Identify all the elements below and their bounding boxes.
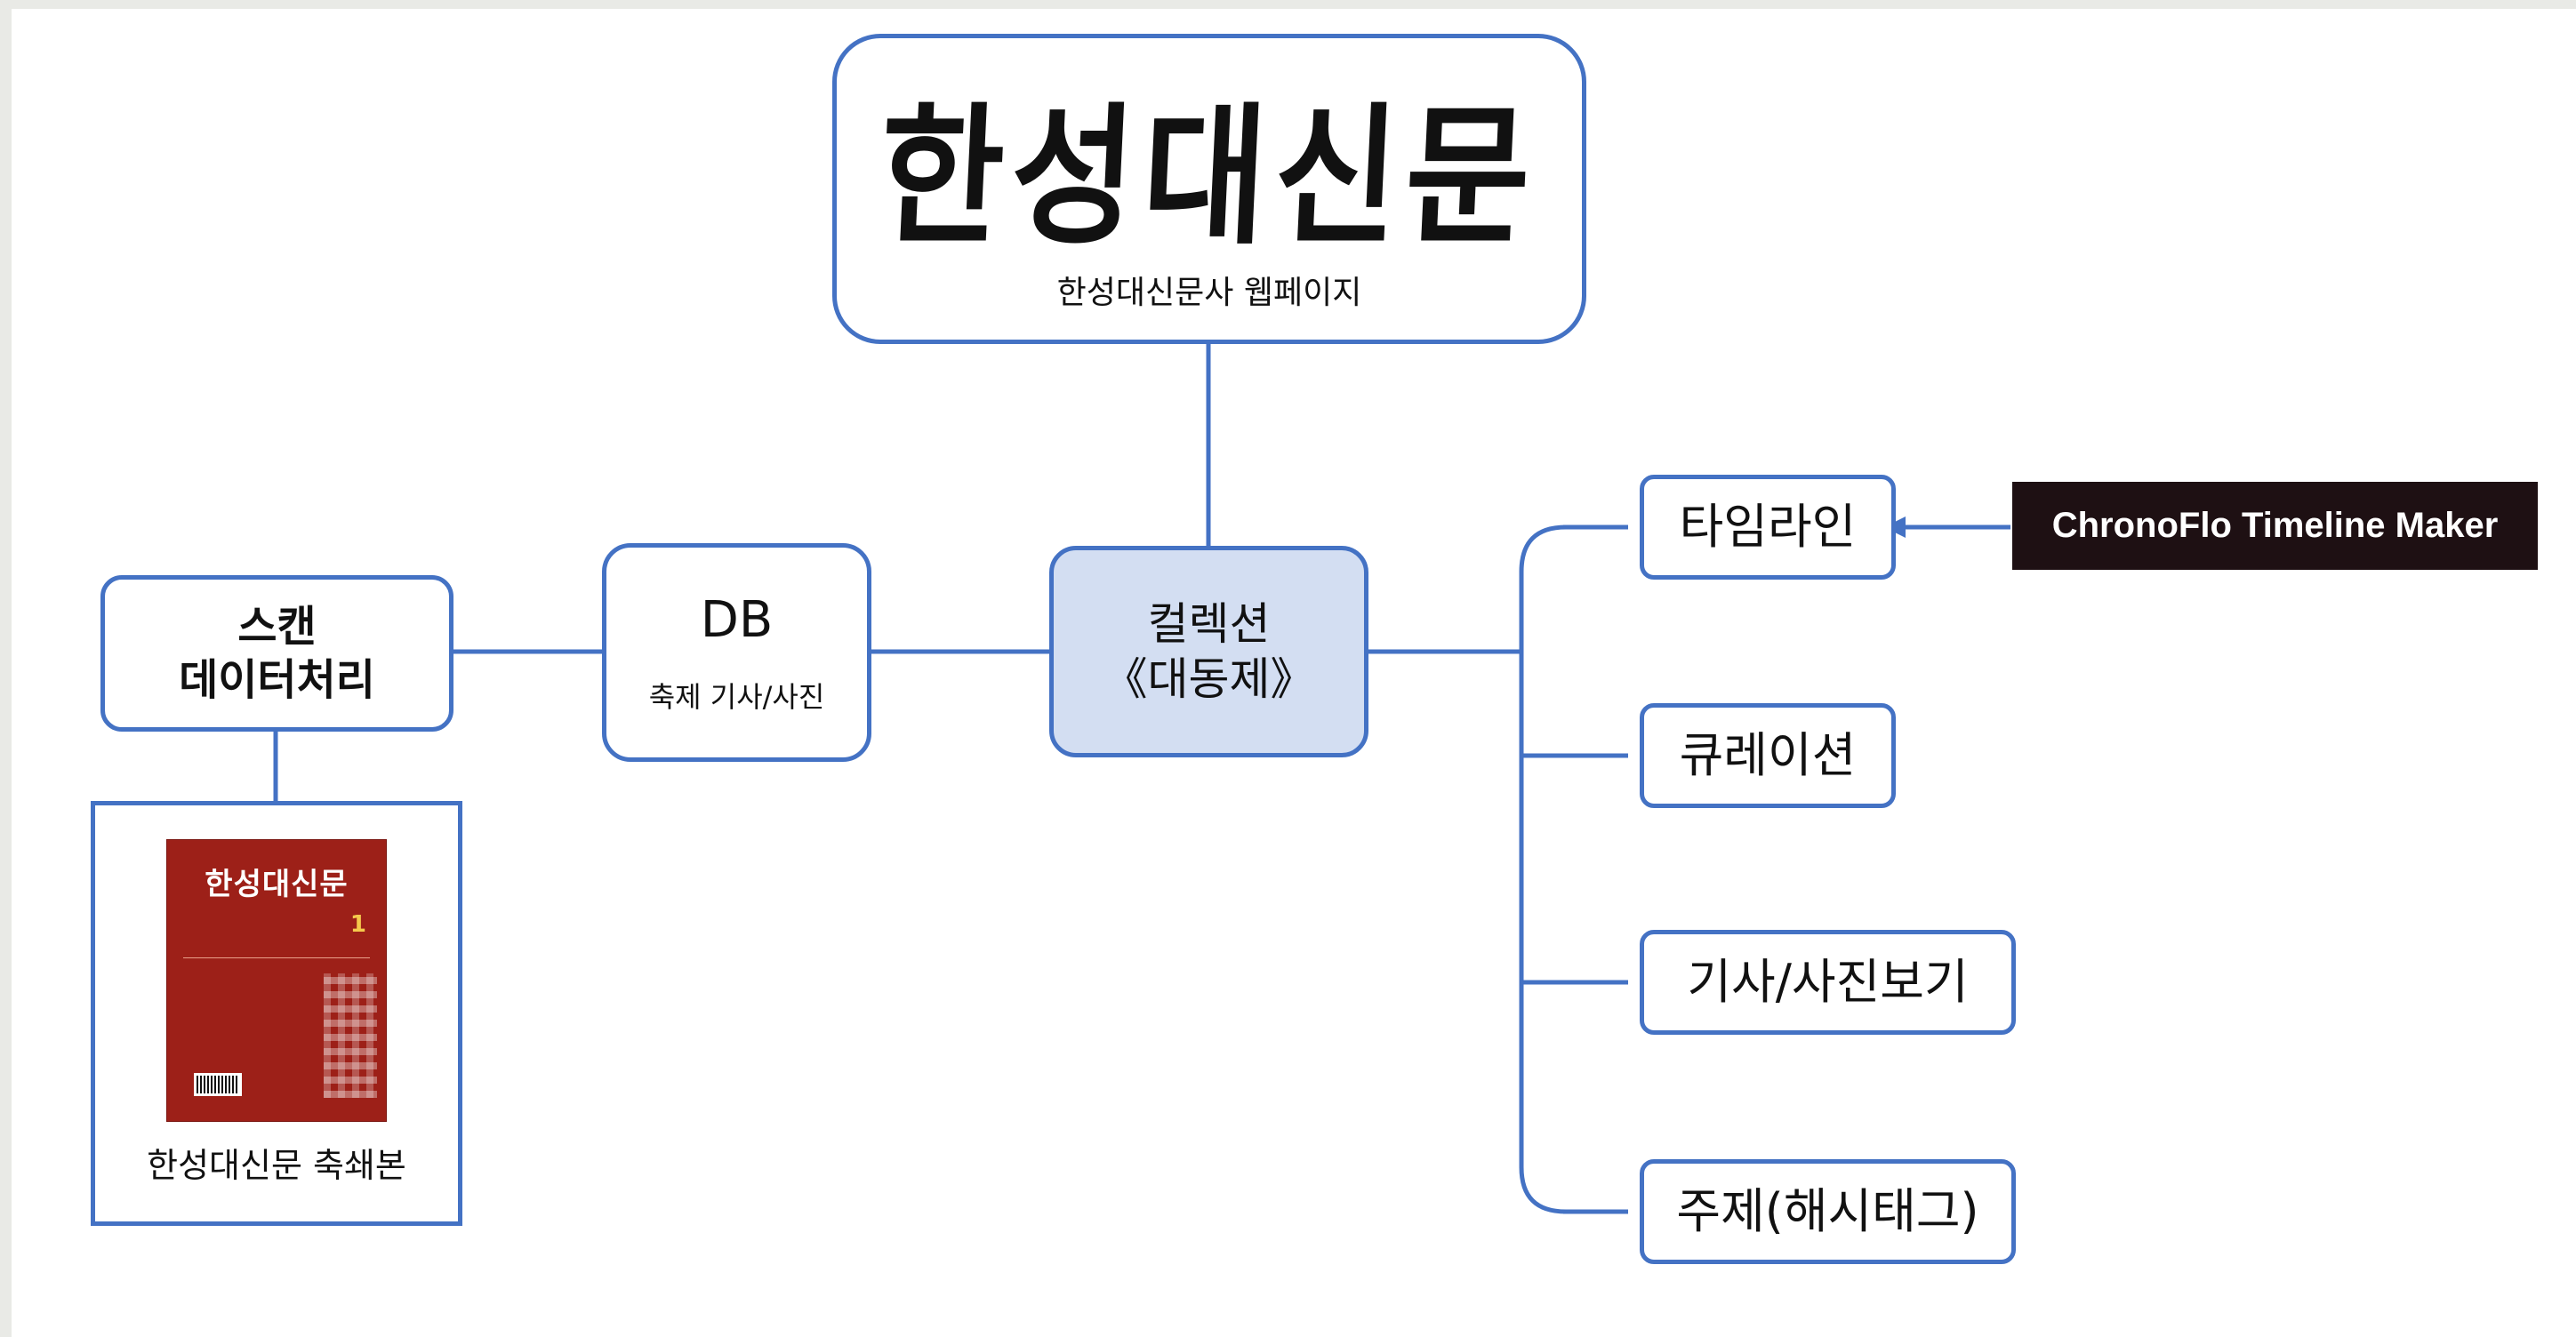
scan-node-line1: 스캔	[237, 602, 317, 652]
newspaper-logo: 한성대신문	[876, 88, 1542, 265]
db-node-subtitle: 축제 기사/사진	[648, 680, 825, 714]
book-cover-pattern	[324, 973, 377, 1098]
feature-curation-label: 큐레이션	[1679, 727, 1857, 784]
archive-node: 한성대신문 1 한성대신문 축쇄본	[91, 801, 462, 1226]
feature-topic-label: 주제(해시태그)	[1676, 1183, 1979, 1240]
scan-node: 스캔 데이터처리	[100, 575, 453, 732]
title-node: 한성대신문 한성대신문사 웹페이지	[832, 34, 1586, 344]
db-node: DB 축제 기사/사진	[602, 543, 871, 762]
book-cover-barcode	[194, 1073, 242, 1096]
scan-node-line2: 데이터처리	[179, 655, 375, 705]
feature-topic: 주제(해시태그)	[1640, 1159, 2016, 1264]
archive-caption: 한성대신문 축쇄본	[147, 1146, 406, 1185]
collection-node: 컬렉션 《대동제》	[1049, 546, 1368, 757]
feature-curation: 큐레이션	[1640, 703, 1896, 808]
bus-vertical	[1519, 524, 1567, 1214]
db-node-title: DB	[700, 591, 774, 649]
feature-timeline: 타임라인	[1640, 475, 1896, 580]
feature-articles: 기사/사진보기	[1640, 930, 2016, 1035]
collection-node-line2: 《대동제》	[1103, 653, 1315, 705]
book-cover-rule	[183, 957, 370, 958]
book-cover-image: 한성대신문 1	[166, 839, 387, 1122]
book-cover-title: 한성대신문	[205, 867, 349, 902]
chronoflo-tag: ChronoFlo Timeline Maker	[2012, 482, 2538, 570]
feature-articles-label: 기사/사진보기	[1687, 954, 1969, 1011]
feature-timeline-label: 타임라인	[1679, 499, 1857, 556]
collection-node-line1: 컬렉션	[1147, 597, 1271, 650]
title-node-subtitle: 한성대신문사 웹페이지	[1056, 274, 1362, 311]
book-cover-volume: 1	[349, 911, 366, 938]
diagram-canvas: 한성대신문 한성대신문사 웹페이지 컬렉션 《대동제》 DB 축제 기사/사진 …	[12, 9, 2576, 1337]
